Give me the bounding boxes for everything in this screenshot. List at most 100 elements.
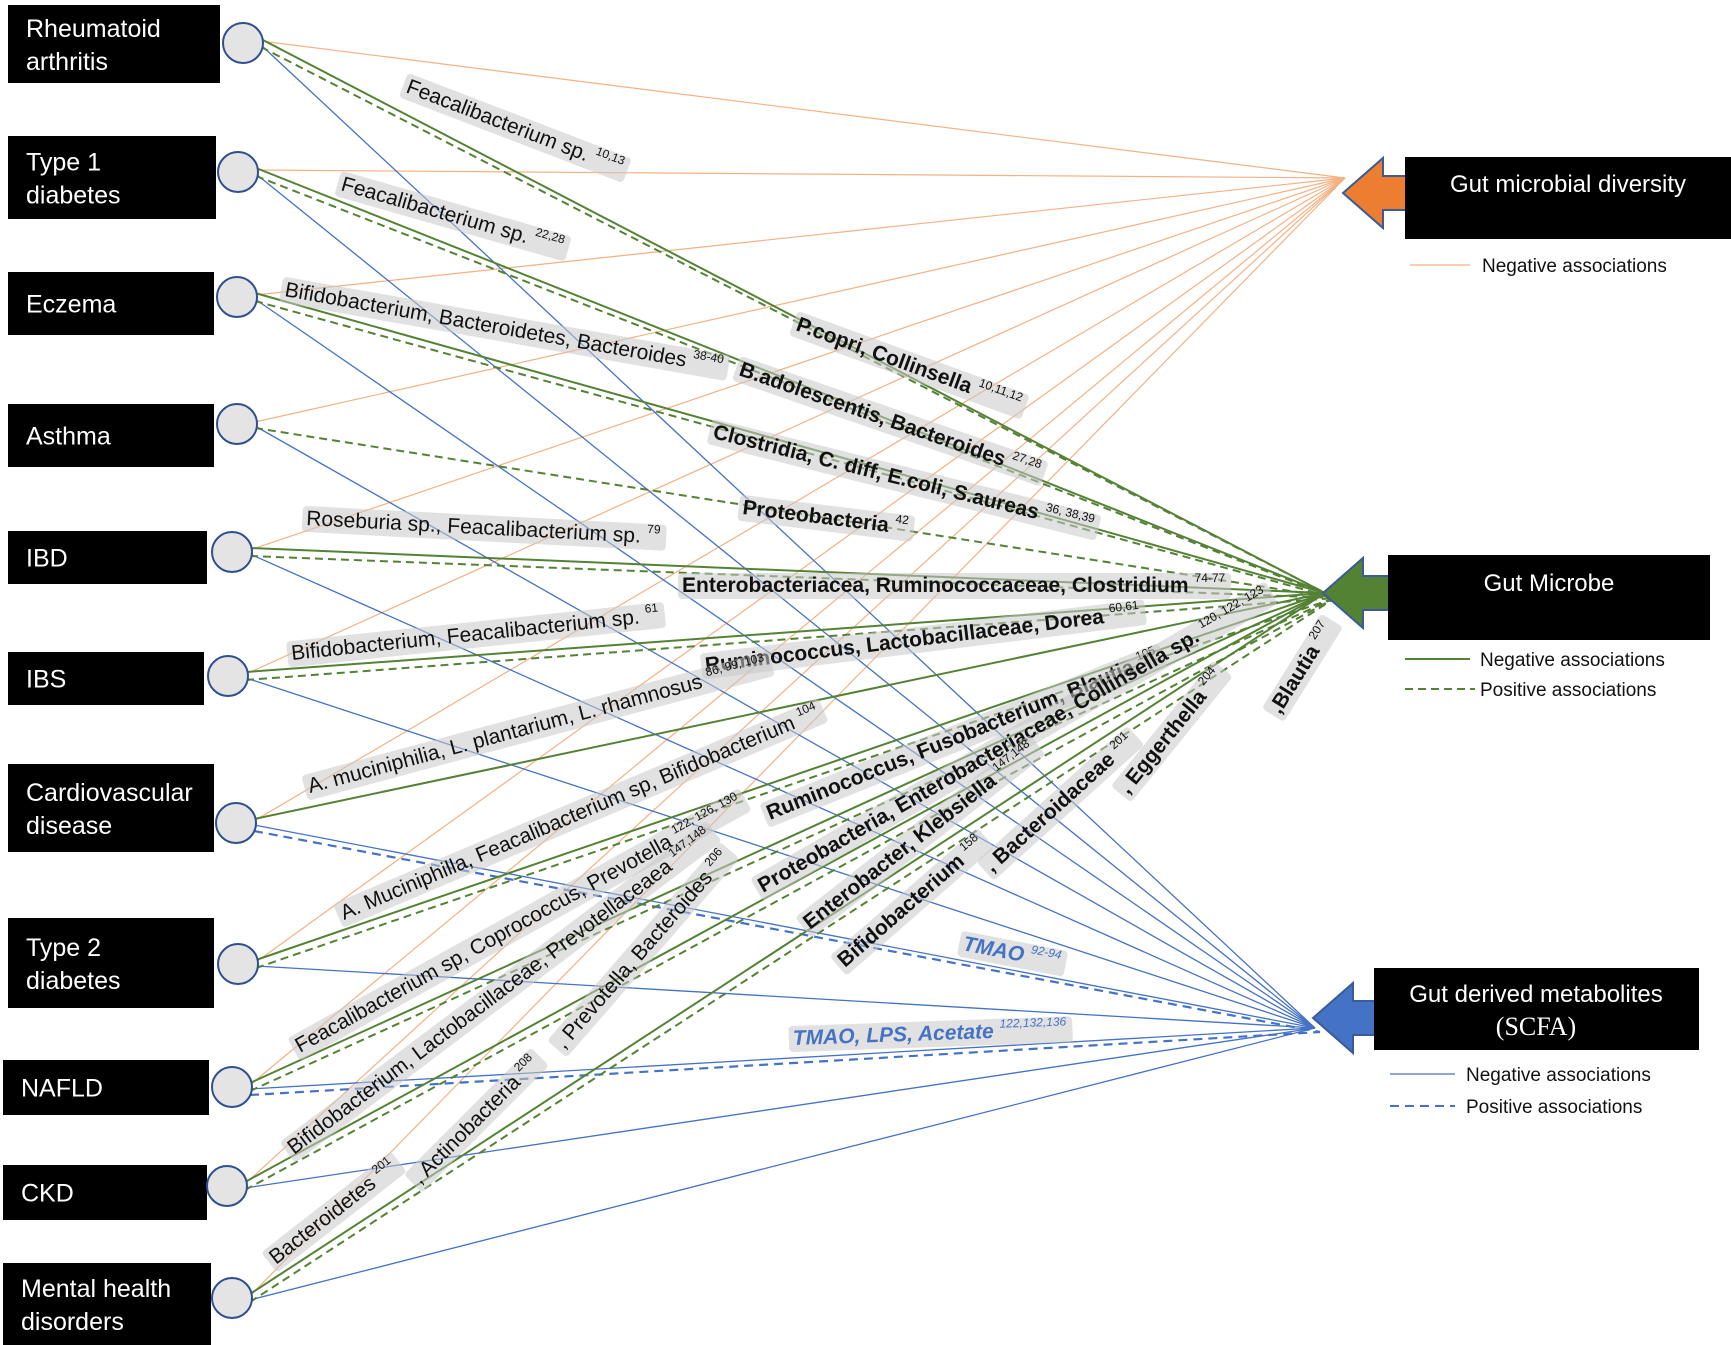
annotation-highlight: [751, 582, 1277, 900]
metabolite-positive-line-nafld: [249, 1030, 1321, 1097]
annotation-text: Enterobacteriacea, Ruminococcaceae, Clos…: [682, 574, 1189, 597]
disease-label: IBS: [26, 666, 66, 694]
microbe-negative-line-ibs: [245, 592, 1326, 673]
microbe-negative-line-mental: [249, 592, 1326, 1295]
annotation-highlight: [737, 495, 915, 542]
annotation-highlight: [796, 735, 1044, 937]
annotation-highlight: [334, 699, 828, 927]
diversity-negative-line-ibs: [245, 177, 1346, 675]
annotation-highlight: [279, 277, 730, 381]
disease-box: [8, 272, 214, 335]
disease-node: [217, 151, 259, 193]
disease-node: [216, 403, 258, 445]
disease-box: [8, 5, 220, 83]
disease-eczema: Eczema: [8, 272, 258, 335]
disease-box: [8, 531, 207, 584]
disease-label: Cardiovascular: [26, 779, 193, 807]
disease-node: [222, 22, 264, 64]
disease-box: [8, 764, 214, 852]
diversity-negative-line-cvd: [253, 177, 1346, 822]
diversity-arrow-icon: [1341, 155, 1412, 231]
disease-node: [215, 802, 257, 844]
diversity-negative-line-ckd: [244, 177, 1346, 1185]
disease-box: [3, 1060, 209, 1115]
metabolite-box: [1374, 968, 1699, 1050]
microbe-arrow-icon: [1321, 555, 1392, 631]
microbe-label: Gut Microbe: [1484, 570, 1615, 597]
diversity-negative-line-eczema: [254, 177, 1346, 296]
diversity-negative-line-mental: [249, 177, 1346, 1297]
diversity-label: Gut microbial diversity: [1450, 171, 1686, 198]
diversity-negative-line-asthma: [254, 177, 1346, 423]
annotation-highlight: [977, 727, 1143, 880]
disease-node: [207, 655, 249, 697]
annotation-text: ,Blautia: [1265, 641, 1325, 718]
microbe-negative-line-ra: [260, 38, 1326, 594]
disease-label: Type 1: [26, 149, 101, 177]
disease-box: [3, 1263, 211, 1345]
disease-cvd: Cardiovascular disease: [8, 764, 257, 852]
disease-box: [3, 1165, 207, 1220]
disease-box: [8, 136, 216, 219]
diversity-negative-line-t2d: [255, 177, 1346, 963]
annotation-a1: Feacalibacterium sp.10,13: [399, 73, 631, 182]
microbe-positive-line-nafld: [249, 597, 1336, 1092]
annotation-highlight: [399, 73, 631, 182]
annotation-reference: 122,132,136: [999, 1014, 1067, 1030]
diversity-box: [1405, 157, 1731, 239]
diversity-negative-line-t1d: [255, 169, 1346, 179]
annotation-highlight: [301, 506, 667, 551]
microbe-legend-negative: Negative associations: [1480, 650, 1665, 671]
annotation-highlight: [760, 643, 1167, 827]
disease-nafld: NAFLD: [3, 1060, 253, 1115]
disease-label: Eczema: [26, 291, 116, 319]
annotation-text: , Actinobacteria: [407, 1071, 525, 1189]
disease-t1d: Type 1 diabetes: [8, 136, 259, 219]
annotation-reference: 60,61: [1108, 598, 1140, 616]
disease-label: disorders: [21, 1308, 124, 1336]
metabolite-label-sub: (SCFA): [1496, 1012, 1576, 1041]
disease-box: [8, 404, 214, 467]
diversity-negative-line-ra: [260, 40, 1346, 179]
disease-node: [216, 276, 258, 318]
metabolite-label: Gut derived metabolites: [1409, 981, 1662, 1008]
annotation-highlight: [335, 171, 571, 261]
disease-node: [217, 943, 259, 985]
annotation-highlight: [707, 419, 1101, 540]
disease-ibd: IBD: [8, 531, 253, 584]
annotation-highlight: [788, 1016, 1073, 1052]
disease-label: diabetes: [26, 182, 121, 210]
annotation-a9: Enterobacteriacea, Ruminococcaceae, Clos…: [678, 571, 1232, 599]
microbe-positive-line-ibs: [245, 597, 1336, 681]
metabolite-negative-line-mental: [249, 1027, 1316, 1301]
metabolite-arrow-icon: [1311, 980, 1382, 1056]
diversity-legend-negative: Negative associations: [1482, 256, 1667, 277]
microbe-box: [1388, 555, 1710, 640]
disease-label: Type 2: [26, 934, 101, 962]
microbe-positive-line-mental: [249, 597, 1336, 1303]
annotation-a3: Bifidobacterium, Bacteroidetes, Bacteroi…: [279, 277, 730, 381]
annotation-highlight: [548, 843, 738, 1056]
annotation-highlight: [957, 931, 1068, 977]
disease-label: IBD: [26, 545, 68, 573]
annotation-text: Roseburia sp., Feacalibacterium sp.: [306, 507, 642, 548]
microbe-positive-line-ckd: [244, 597, 1336, 1191]
disease-label: NAFLD: [21, 1075, 103, 1103]
microbe-negative-line-cvd: [253, 592, 1326, 820]
annotation-highlight: [405, 1049, 548, 1192]
disease-node: [211, 531, 253, 573]
annotation-highlight: [733, 356, 1048, 486]
disease-label: arthritis: [26, 48, 108, 76]
annotation-highlight: [678, 573, 1232, 599]
disease-node: [211, 1277, 253, 1319]
disease-label: disease: [26, 812, 112, 840]
disease-asthma: Asthma: [8, 403, 258, 467]
